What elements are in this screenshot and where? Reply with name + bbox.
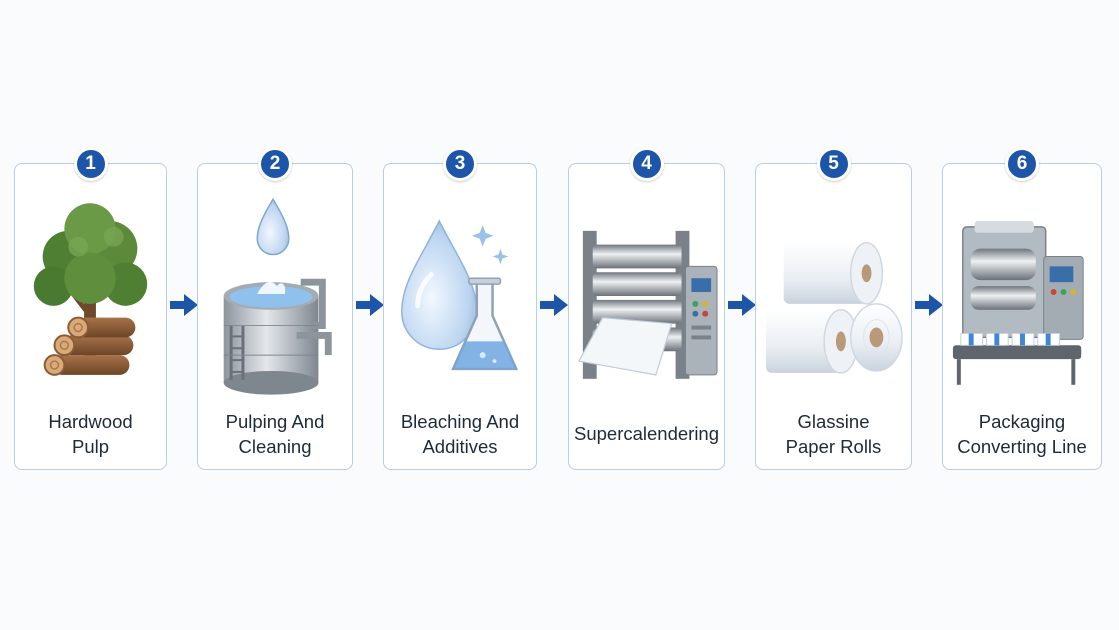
arrow-right-icon xyxy=(913,292,945,318)
step-label-line-2: Paper Rolls xyxy=(785,435,882,457)
step-card-2: 2 Pulping And Cleaning xyxy=(197,147,353,470)
step-label-line-1: Hardwood xyxy=(48,410,133,432)
arrow-right-icon xyxy=(168,292,200,318)
step-number-badge: 3 xyxy=(443,147,477,181)
step-label: Hardwood Pulp xyxy=(19,406,162,461)
step-label-line-2: Pulp xyxy=(71,435,110,457)
step-card-4: 4 Supercalendering xyxy=(568,147,725,470)
converting-machine-icon xyxy=(947,186,1097,401)
step-label-line-2: Converting Line xyxy=(957,435,1087,457)
step-number-badge: 6 xyxy=(1005,147,1039,181)
step-label-line-2: Additives xyxy=(422,435,498,457)
step-number-badge: 1 xyxy=(73,147,108,181)
arrow-right-icon xyxy=(354,292,386,318)
step-label: Glassine Paper Rolls xyxy=(760,406,907,461)
step-label-line-1: Supercalendering xyxy=(573,423,720,444)
step-card-6: 6 Packaging Converting Line xyxy=(942,147,1102,470)
step-number-badge: 5 xyxy=(816,147,851,181)
step-card-1: 1 Hardwood Pulp xyxy=(14,147,167,470)
calender-rollers-icon xyxy=(573,186,720,401)
step-label-line-2: Cleaning xyxy=(238,435,312,457)
step-label: Pulping And Cleaning xyxy=(202,406,348,461)
water-tank-icon xyxy=(202,186,348,401)
step-label: Packaging Converting Line xyxy=(947,406,1097,461)
step-label: Supercalendering xyxy=(573,406,720,461)
step-label-line-1: Packaging xyxy=(978,410,1066,432)
tree-and-logs-icon xyxy=(19,186,162,401)
step-card-5: 5 Glassine Paper Rolls xyxy=(755,147,912,470)
drop-and-flask-icon xyxy=(388,186,532,401)
step-label: Bleaching And Additives xyxy=(388,406,532,461)
step-card-3: 3 Bleaching And Additives xyxy=(383,147,537,470)
step-label-line-1: Pulping And xyxy=(225,410,325,432)
step-label-line-1: Glassine xyxy=(797,410,870,432)
step-number-badge: 4 xyxy=(629,147,664,181)
step-label-line-1: Bleaching And xyxy=(400,410,520,432)
arrow-right-icon xyxy=(538,292,570,318)
step-number-badge: 2 xyxy=(258,147,292,181)
paper-rolls-icon xyxy=(760,186,907,401)
arrow-right-icon xyxy=(726,292,758,318)
